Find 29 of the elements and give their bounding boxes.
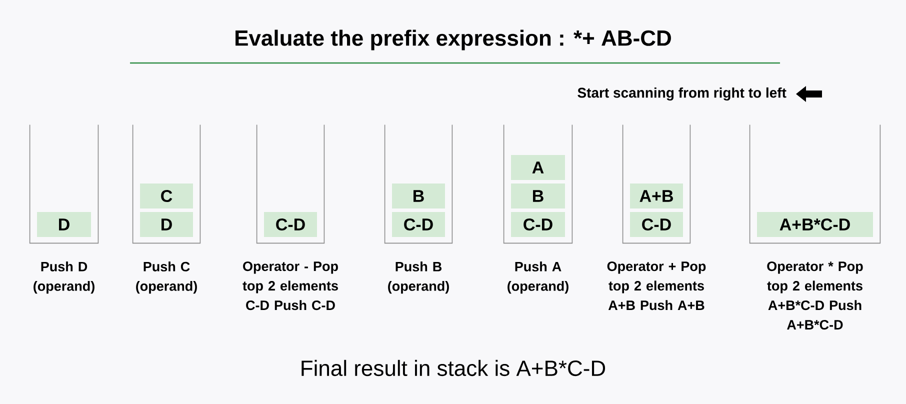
result-text: Final result in stack is A+B*C-D (302, 360, 606, 376)
stack-container (29, 124, 99, 244)
step-caption: Operator * Pop top 2 elements A+B*C-D Push A+B*C-D (767, 262, 863, 330)
step-caption: Operator - Pop top 2 elements C-D Push C-D (242, 262, 338, 310)
step-caption: Push A (operand) (508, 262, 568, 294)
stack-element: D (37, 212, 91, 237)
step-caption: Push C (operand) (136, 262, 197, 294)
stack-element: B (392, 184, 445, 208)
instruction-text: Start scanning from right to left (578, 87, 786, 101)
stack-container (384, 124, 453, 244)
stack-container (256, 124, 325, 244)
title: Evaluate the prefix expression : *+ AB-CD (236, 30, 671, 50)
stack-element: C-D (264, 212, 317, 237)
step-caption: Push D (operand) (34, 262, 94, 294)
step-caption: Operator + Pop top 2 elements A+B Push A+B (607, 262, 706, 310)
stack-element: A+B*C-D (757, 212, 873, 237)
step-caption: Push B (operand) (388, 262, 449, 294)
stack-element: A (511, 155, 565, 180)
stack-element: C (140, 184, 193, 208)
stack-element: B (511, 184, 565, 208)
stack-element: C-D (392, 212, 445, 237)
stack-element: D (140, 212, 193, 237)
stack-container (622, 124, 691, 244)
stack-container (132, 124, 201, 244)
stack-container (503, 124, 573, 244)
stack-container (749, 124, 881, 244)
stack-element: C-D (630, 212, 683, 237)
stack-element: A+B (630, 184, 683, 208)
stack-element: C-D (511, 212, 565, 237)
